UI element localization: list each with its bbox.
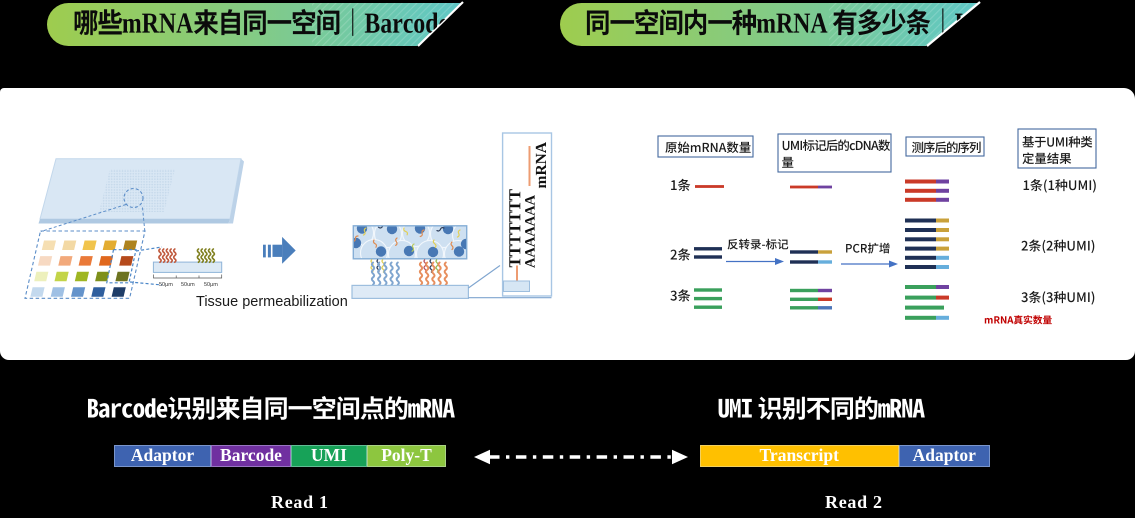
svg-text:50μm: 50μm (159, 282, 173, 288)
svg-text:50um: 50um (181, 282, 195, 288)
svg-text:50μm: 50μm (204, 282, 218, 288)
